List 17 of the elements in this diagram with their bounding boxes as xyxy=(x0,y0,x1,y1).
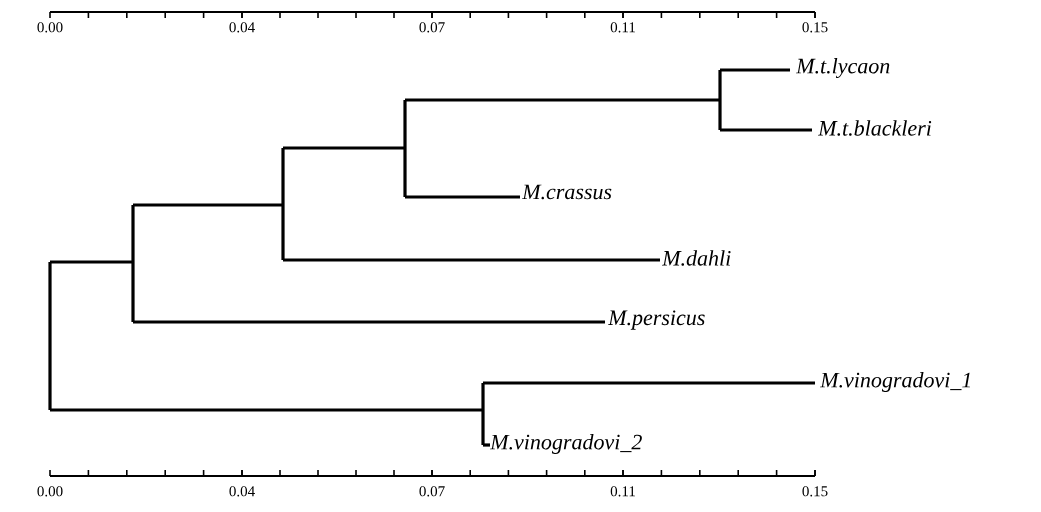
tick-label: 0.00 xyxy=(37,22,63,33)
tick-label: 0.07 xyxy=(419,486,445,497)
tick-label: 0.04 xyxy=(229,486,255,497)
tick-label: 0.15 xyxy=(802,486,828,497)
tick-label: 0.04 xyxy=(229,22,255,33)
species-label: M.dahli xyxy=(661,250,731,266)
species-label: M.vinogradovi_1 xyxy=(819,372,970,392)
tick-label: 0.07 xyxy=(419,22,445,33)
tick-label: 0.00 xyxy=(37,486,63,497)
tick-label: 0.11 xyxy=(610,486,635,497)
species-label: M.persicus xyxy=(607,310,705,330)
species-label: M.vinogradovi_2 xyxy=(489,434,642,454)
tick-label: 0.15 xyxy=(802,22,828,33)
species-label: M.t.blackleri xyxy=(817,120,932,136)
species-label: M.crassus xyxy=(521,184,612,200)
tick-label: 0.11 xyxy=(610,22,635,33)
species-label: M.t.lycaon xyxy=(795,58,890,78)
